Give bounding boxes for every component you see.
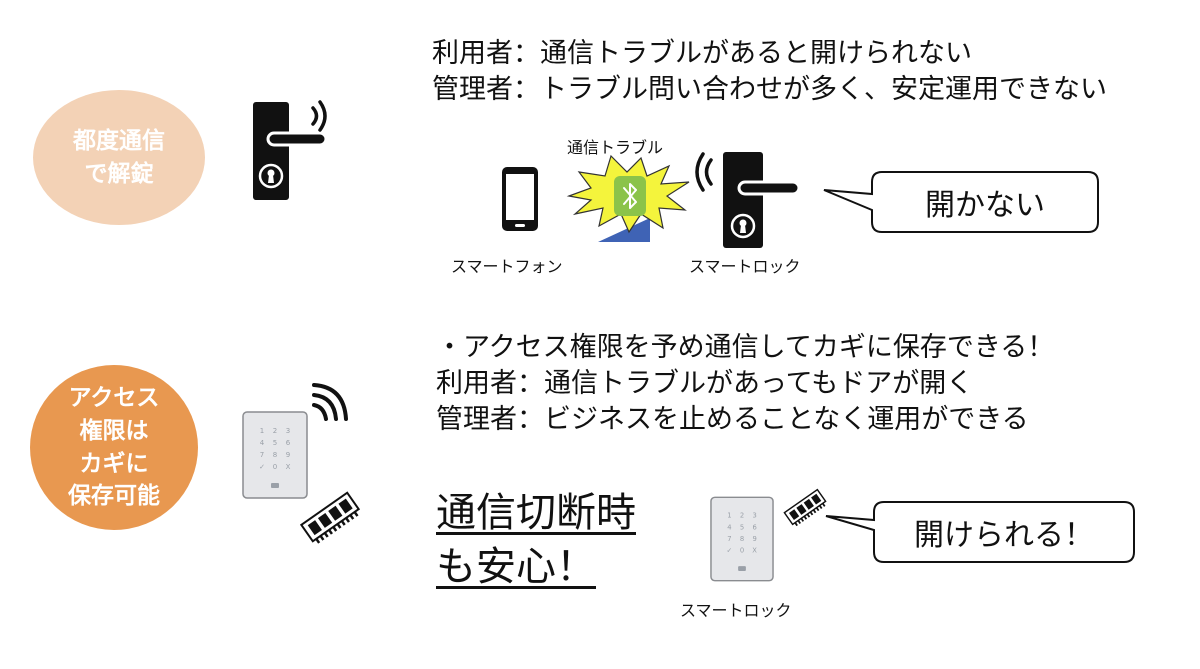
keypad-key: 1: [260, 427, 264, 435]
keypad-key: ✓: [727, 547, 733, 555]
chip-pin: [349, 514, 355, 520]
chip-board: [299, 491, 361, 543]
keypad-key: 2: [740, 512, 744, 520]
chip-pin: [797, 520, 801, 524]
chip-pin: [353, 511, 359, 517]
emphasis-text: 通信切断時 も安心！: [436, 486, 636, 594]
chip-pin: [812, 509, 817, 514]
badge-line: 保存可能: [68, 483, 160, 510]
issues-list: 利用者：通信トラブルがあると開けられない 管理者：トラブル問い合わせが多く、安定…: [432, 36, 1107, 108]
keypad-key: 2: [273, 427, 277, 435]
chip-module: [788, 509, 800, 521]
chip-pin: [809, 511, 814, 516]
chip-pin: [794, 522, 798, 527]
chip-pin: [803, 515, 808, 520]
issue-line: 管理者：トラブル問い合わせが多く、安定運用できない: [432, 74, 1107, 105]
smart-lock-icon: [695, 152, 801, 248]
chip-pin: [332, 526, 338, 532]
chip-pin: [315, 538, 321, 544]
callout-text: 開かない: [925, 188, 1045, 223]
bluetooth-icon: [614, 176, 646, 216]
badge-line: カギに: [79, 450, 149, 477]
badge-realtime-unlock: 都度通信 で解錠: [33, 90, 205, 225]
keypad-key: 5: [740, 523, 744, 531]
chip-pin: [323, 532, 329, 538]
chip-module: [338, 498, 353, 514]
keypad-key: 0: [273, 463, 277, 471]
chip-pin: [340, 520, 346, 526]
callout-text: 開けられる！: [914, 518, 1094, 553]
emphasis-line: 通信切断時: [436, 490, 636, 536]
chip-pin: [806, 513, 811, 518]
keypad-key: 9: [286, 451, 290, 459]
keypad-key: 7: [260, 451, 264, 459]
badge-line: アクセス: [68, 385, 160, 412]
memory-chip-icon: [299, 491, 361, 544]
keypad-key: 8: [740, 535, 744, 543]
keypad-key: 0: [740, 547, 744, 555]
chip-module: [811, 493, 822, 505]
chip-pin: [345, 517, 350, 523]
trouble-label: 通信トラブル: [567, 138, 664, 157]
badge-line: で解錠: [84, 160, 154, 187]
badge-line: 権限は: [79, 417, 149, 444]
chip-pin: [800, 517, 805, 522]
keypad-body: [710, 496, 774, 582]
chip-module: [328, 505, 343, 521]
chip-pin: [336, 523, 342, 529]
keypad-key: 9: [752, 535, 756, 543]
keypad-key: 6: [286, 439, 291, 447]
chip-pin: [328, 529, 333, 535]
chip-module: [317, 512, 333, 528]
chip-module: [307, 520, 322, 536]
keypad-key: 4: [260, 439, 265, 447]
speech-bubble: [825, 501, 1135, 563]
benefit-line: 利用者：通信トラブルがあってもドアが開く: [436, 368, 974, 399]
keypad-key: 3: [286, 427, 290, 435]
keypad-key: 6: [752, 523, 756, 531]
chip-pin: [319, 535, 325, 541]
keypad-indicator: [271, 483, 279, 488]
keypad-indicator: [738, 566, 746, 571]
keypad-body: [242, 411, 308, 499]
chip-pin: [815, 507, 820, 512]
benefit-line: 管理者：ビジネスを止めることなく運用ができる: [436, 404, 1029, 435]
issue-line: 利用者：通信トラブルがあると開けられない: [432, 38, 972, 69]
badge-line: 都度通信: [73, 127, 165, 154]
chip-pin: [818, 505, 823, 509]
keypad-key: 3: [752, 512, 756, 520]
benefit-line: ・アクセス権限を予め通信してカギに保存できる！: [436, 332, 1055, 363]
smartphone-label: スマートフォン: [451, 257, 563, 276]
keypad-key: X: [286, 463, 291, 471]
memory-chip-icon: [783, 488, 827, 527]
smartphone-icon: [502, 167, 538, 231]
wifi-waves-icon: [312, 383, 348, 421]
chip-module: [803, 498, 814, 510]
keypad-key: 7: [727, 535, 731, 543]
keypad-key: 4: [727, 523, 731, 531]
keypad-key: X: [752, 547, 757, 555]
benefits-list: ・アクセス権限を予め通信してカギに保存できる！ 利用者：通信トラブルがあってもド…: [436, 330, 1054, 438]
smart-lock-icon: [253, 100, 328, 200]
keypad-key: ✓: [259, 463, 265, 471]
keypad-key: 5: [273, 439, 277, 447]
chip-module: [796, 504, 807, 515]
smartlock-label: スマートロック: [689, 257, 801, 276]
keypad-key: 1: [727, 512, 731, 520]
speech-bubble: [823, 171, 1099, 233]
signal-arrow-icon: [598, 218, 650, 242]
chip-board: [783, 488, 827, 526]
smartlock-label: スマートロック: [680, 601, 792, 620]
emphasis-line: も安心！: [436, 544, 596, 590]
badge-stored-permission: アクセス 権限は カギに 保存可能: [30, 365, 198, 530]
chip-pin: [821, 502, 826, 507]
keypad-key: 8: [273, 451, 277, 459]
